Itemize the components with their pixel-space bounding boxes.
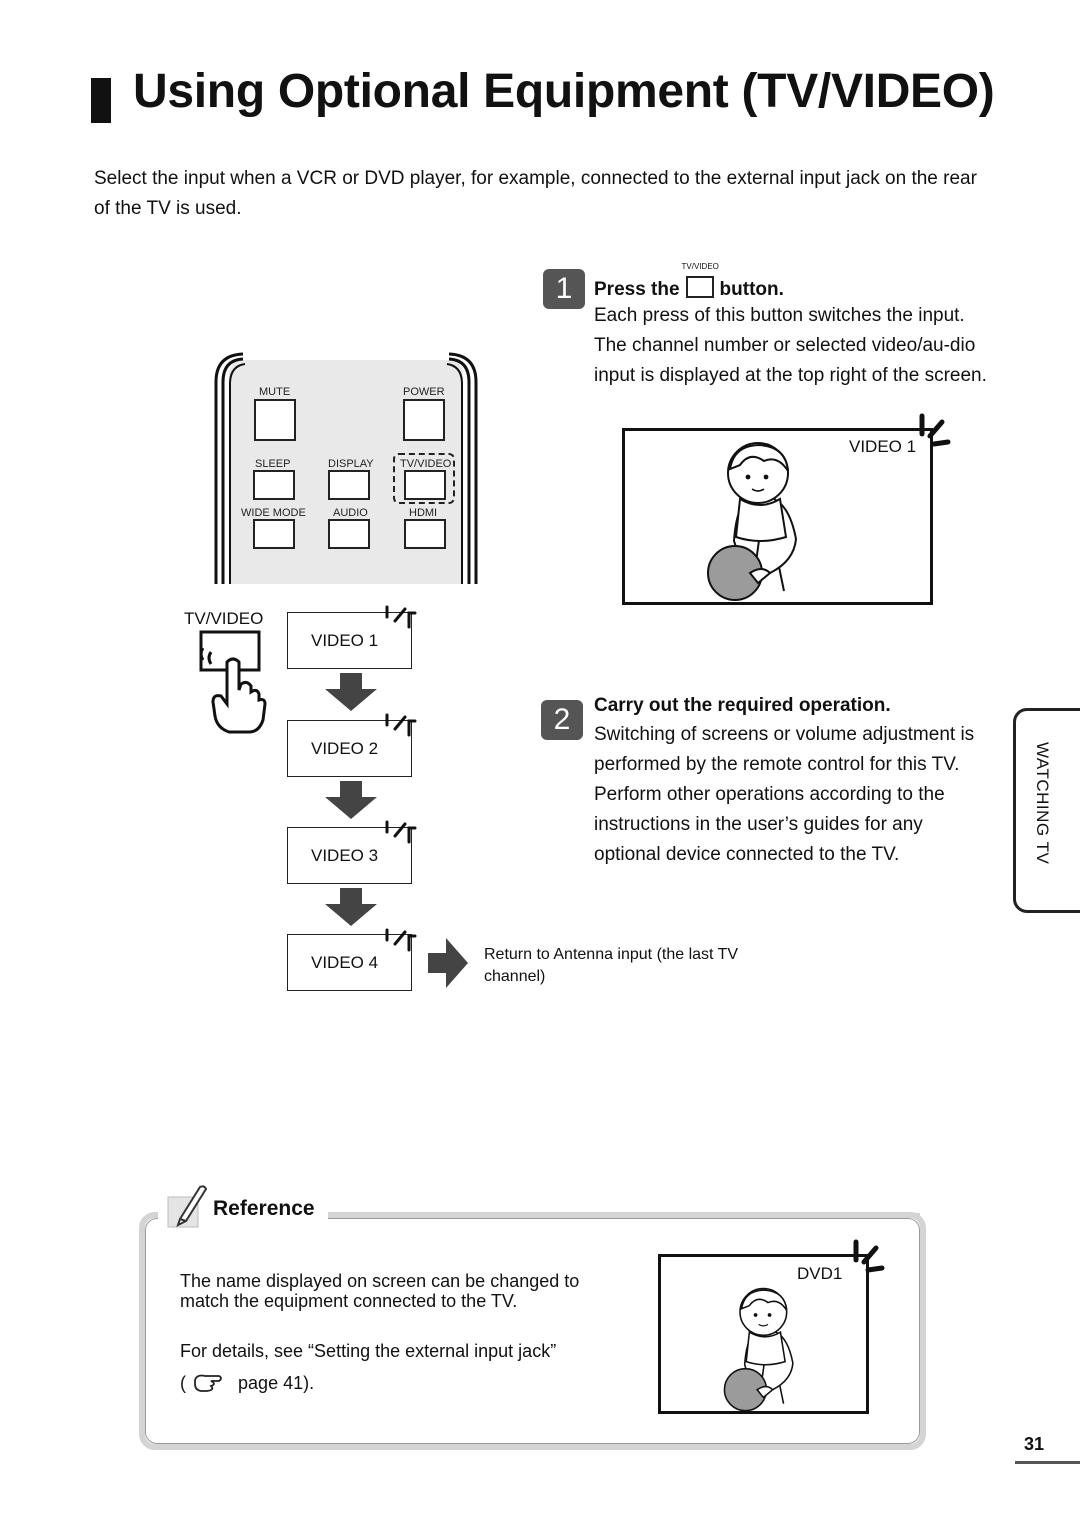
flow-video-3: VIDEO 3 <box>287 827 412 884</box>
reference-title: Reference <box>213 1197 315 1220</box>
reference-page-link[interactable]: page 41). <box>238 1373 315 1393</box>
display-button[interactable] <box>328 470 370 500</box>
tv-screen-label: VIDEO 1 <box>849 437 917 456</box>
page-title: Using Optional Equipment (TV/VIDEO) <box>133 65 995 118</box>
step-2-number: 2 <box>541 700 583 740</box>
intro-paragraph: Select the input when a VCR or DVD playe… <box>94 168 977 219</box>
down-arrow-icon <box>325 888 377 926</box>
reference-text-3: ( page 41). <box>180 1372 314 1394</box>
step-1-heading-after: button. <box>719 279 784 300</box>
reference-text-1: The name displayed on screen can be chan… <box>180 1271 580 1311</box>
flow-video-3-label: VIDEO 3 <box>311 846 379 865</box>
sparkle-icon <box>385 605 417 629</box>
sleep-button[interactable] <box>253 470 295 500</box>
sparkle-icon <box>853 1239 885 1273</box>
wide-mode-label: WIDE MODE <box>241 507 306 519</box>
sparkle-icon <box>385 713 417 737</box>
hdmi-button[interactable] <box>404 519 446 549</box>
reference-hand-icon <box>194 1374 222 1392</box>
flow-video-2: VIDEO 2 <box>287 720 412 777</box>
power-button[interactable] <box>403 399 445 441</box>
sleep-label: SLEEP <box>255 458 291 470</box>
power-label: POWER <box>403 386 445 398</box>
pointing-hand-icon <box>199 630 267 734</box>
flow-video-4: VIDEO 4 <box>287 934 412 991</box>
page-number-rule <box>1015 1461 1080 1464</box>
step-1-heading-before: Press the <box>594 279 680 300</box>
sparkle-icon <box>385 820 417 844</box>
reference-panel-border <box>145 1218 920 1444</box>
tv-video-button-caption: TV/VIDEO <box>681 262 719 271</box>
tv-video-button-icon: TV/VIDEO <box>682 262 719 298</box>
remote-control: MUTE POWER SLEEP DISPLAY TV/VIDEO WIDE M… <box>213 352 479 584</box>
tv-screen-video1: VIDEO 1 <box>622 428 933 605</box>
title-marker <box>91 78 111 123</box>
dvd1-label: DVD1 <box>797 1264 843 1283</box>
step-1-number: 1 <box>543 269 585 309</box>
reference-paren: ( <box>180 1373 186 1393</box>
step-2-body: Switching of screens or volume adjustmen… <box>594 724 975 865</box>
child-with-ball-illustration <box>723 1287 794 1412</box>
flow-video-2-label: VIDEO 2 <box>311 739 379 758</box>
child-with-ball-illustration <box>707 442 798 601</box>
return-to-antenna-text: Return to Antenna input (the last TV cha… <box>484 946 739 985</box>
down-arrow-icon <box>325 781 377 819</box>
mute-label: MUTE <box>259 386 291 398</box>
right-arrow-icon <box>428 938 468 988</box>
sparkle-icon <box>385 928 417 952</box>
hdmi-label: HDMI <box>409 507 438 519</box>
sparkle-icon <box>919 413 951 447</box>
tv-screen-dvd1: DVD1 <box>658 1254 869 1414</box>
remote-outline <box>214 352 478 584</box>
section-tab <box>1013 708 1080 913</box>
reference-text-2: For details, see “Setting the external i… <box>180 1341 557 1361</box>
flow-video-1: VIDEO 1 <box>287 612 412 669</box>
reference-header-rule <box>330 1213 920 1218</box>
tv-video-button[interactable] <box>404 470 446 500</box>
wide-mode-button[interactable] <box>253 519 295 549</box>
flow-video-1-label: VIDEO 1 <box>311 631 379 650</box>
display-label: DISPLAY <box>328 458 374 470</box>
page-number: 31 <box>1024 1434 1045 1454</box>
down-arrow-icon <box>325 673 377 711</box>
audio-button[interactable] <box>328 519 370 549</box>
step-1-body: Each press of this button switches the i… <box>594 305 987 386</box>
step-2-heading: Carry out the required operation. <box>594 695 891 716</box>
tv-video-highlight <box>393 453 455 504</box>
section-tab-label: WATCHING TV <box>1033 742 1052 865</box>
pencil-memo-icon <box>167 1185 208 1228</box>
tvvideo-label: TV/VIDEO <box>400 458 452 470</box>
audio-label: AUDIO <box>333 507 368 519</box>
mute-button[interactable] <box>254 399 296 441</box>
flow-video-4-label: VIDEO 4 <box>311 953 379 972</box>
tv-video-flow-label: TV/VIDEO <box>184 609 264 628</box>
